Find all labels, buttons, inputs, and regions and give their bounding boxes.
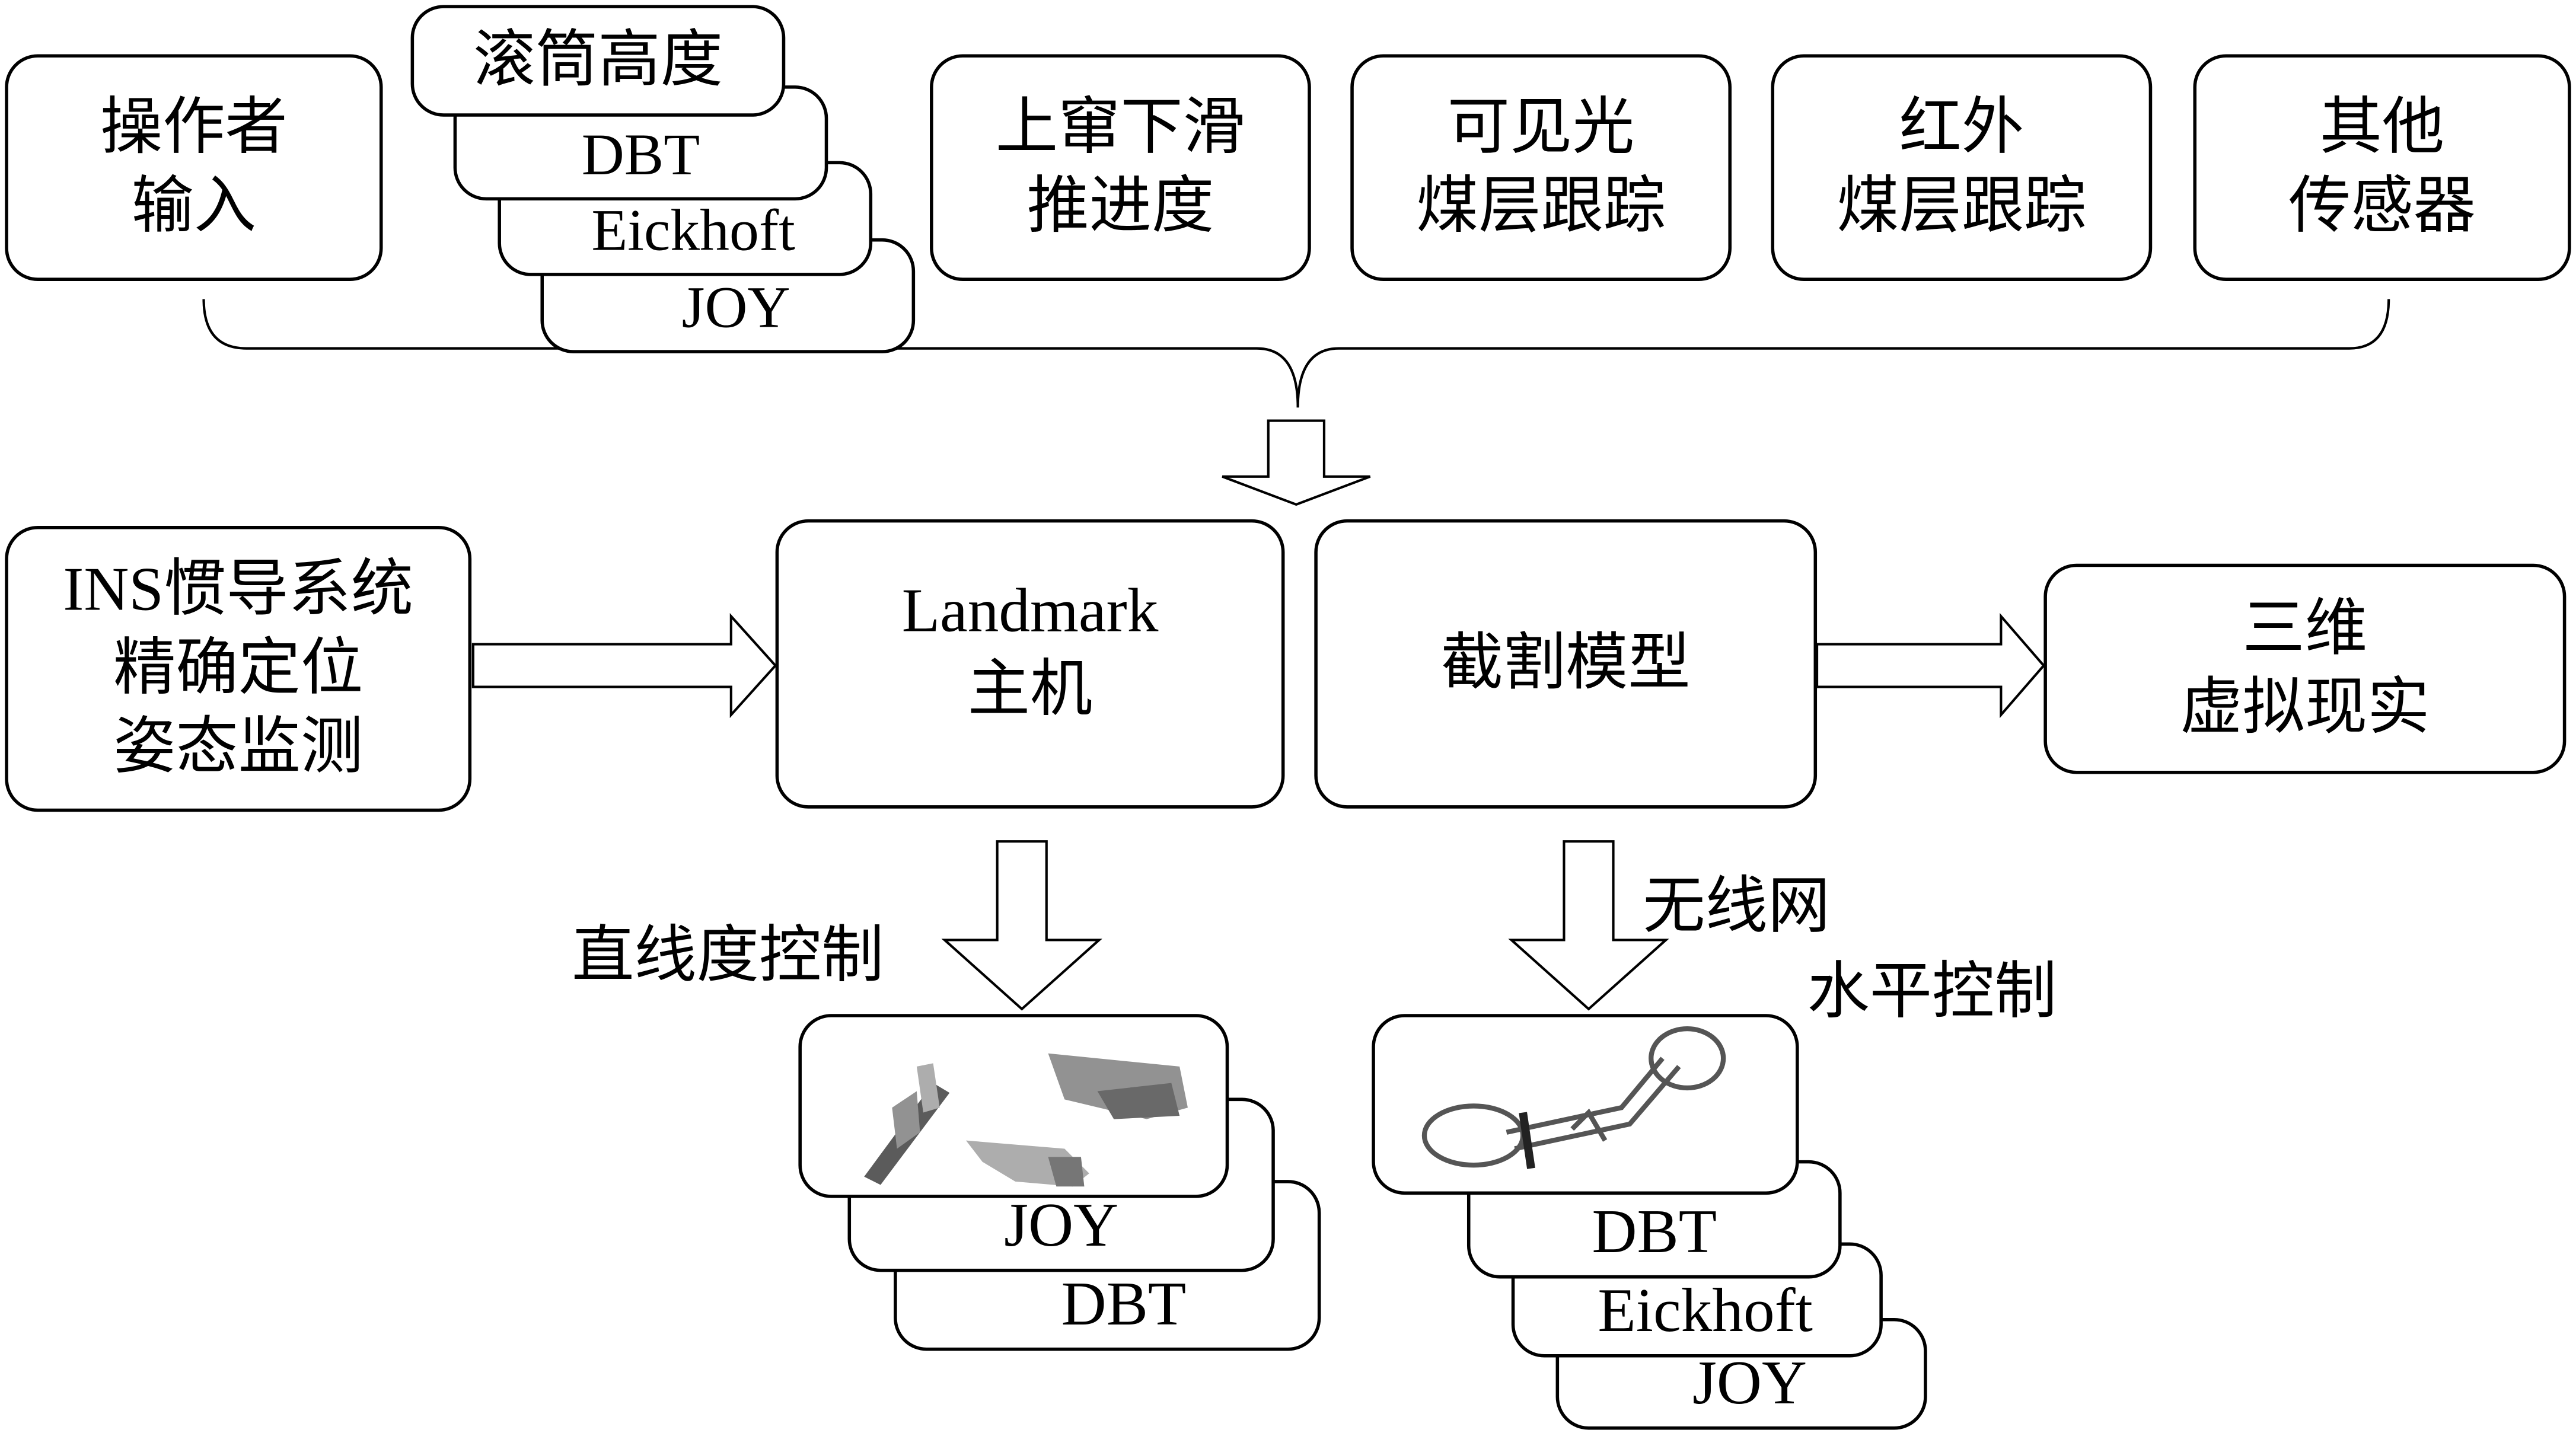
landmark-host-box: Landmark 主机 [775, 519, 1285, 809]
box-text: 姿态监测 [113, 713, 364, 783]
box-text: 截割模型 [1440, 629, 1691, 699]
operator-input-box: 操作者 输入 [5, 54, 383, 281]
straightness-control-label: 直线度控制 [572, 921, 884, 991]
box-text: 主机 [967, 655, 1093, 725]
box-text: 煤层跟踪 [1416, 173, 1666, 242]
vr-3d-box: 三维 虚拟现实 [2043, 563, 2567, 774]
left-image-box [798, 1014, 1229, 1198]
box-text: INS惯导系统 [63, 555, 414, 625]
arrow-ins-to-landmark [471, 613, 777, 719]
ins-box: INS惯导系统 精确定位 姿态监测 [5, 525, 472, 812]
box-text: 煤层跟踪 [1837, 173, 2087, 242]
box-text: 三维 [2242, 595, 2368, 664]
shearer-machine-image [1421, 1026, 1726, 1169]
box-text: DBT [1061, 1270, 1187, 1340]
box-text: 传感器 [2288, 173, 2476, 242]
box-text: 上窜下滑 [995, 93, 1245, 163]
box-text: DBT [1592, 1198, 1717, 1268]
shearer-advance-box: 上窜下滑 推进度 [930, 54, 1311, 281]
horizontal-control-label: 水平控制 [1807, 958, 2057, 1027]
arrow-down-left [941, 840, 1102, 1011]
box-text: 滚筒高度 [473, 26, 723, 95]
arrow-down-main [1222, 419, 1371, 506]
right-image-box [1372, 1014, 1799, 1195]
infrared-box: 红外 煤层跟踪 [1771, 54, 2153, 281]
box-text: 输入 [131, 173, 257, 242]
shearer-equipment-image [864, 1053, 1188, 1187]
cutting-model-box: 截割模型 [1314, 519, 1818, 809]
box-text: 虚拟现实 [2180, 674, 2430, 743]
box-text: 其他 [2319, 93, 2445, 163]
box-text: DBT [581, 122, 700, 187]
box-text: Eickhoft [1598, 1276, 1813, 1346]
wireless-label: 无线网 [1643, 872, 1831, 942]
box-text: JOY [681, 274, 790, 340]
box-text: JOY [1692, 1349, 1807, 1419]
box-text: 精确定位 [113, 634, 364, 704]
box-text: JOY [1004, 1191, 1119, 1260]
box-text: 推进度 [1026, 173, 1214, 242]
box-text: 可见光 [1447, 93, 1635, 163]
arrow-down-right [1508, 840, 1669, 1011]
box-text: 红外 [1899, 93, 2025, 163]
other-sensors-box: 其他 传感器 [2193, 54, 2571, 281]
brace [202, 299, 2390, 408]
box-text: Eickhoft [591, 197, 795, 263]
box-text: 操作者 [100, 93, 288, 163]
box-text: Landmark [901, 576, 1159, 646]
drum-height-box: 滚筒高度 [410, 5, 786, 117]
visible-light-box: 可见光 煤层跟踪 [1350, 54, 1732, 281]
arrow-model-to-vr [1815, 612, 2046, 719]
